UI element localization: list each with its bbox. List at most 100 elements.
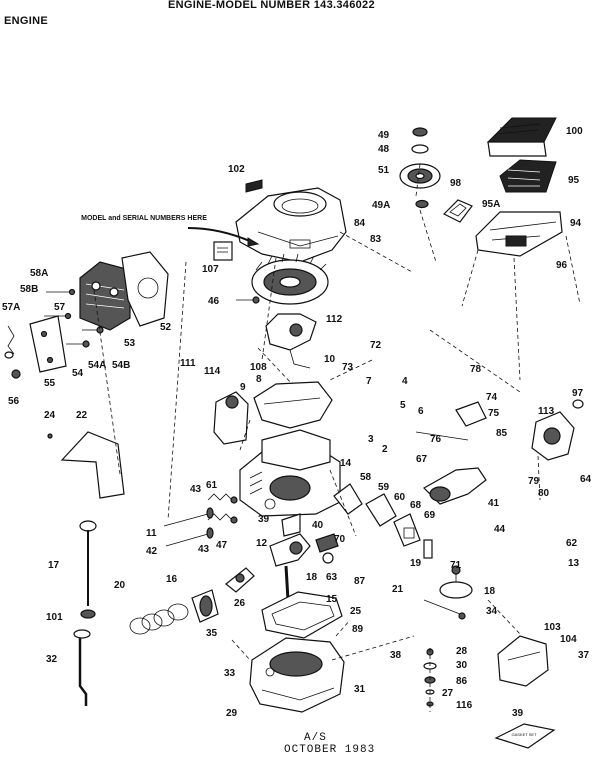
part-label: 96 [556, 260, 568, 271]
part-label: 79 [528, 476, 540, 487]
part-label: 17 [48, 560, 60, 571]
intake-tube-68 [423, 467, 487, 505]
blower-housing-84 [235, 187, 347, 263]
part-label: 24 [44, 410, 56, 421]
part-label: 25 [350, 606, 362, 617]
part-label: 16 [166, 574, 178, 585]
part-label: 41 [488, 498, 500, 509]
part-label: 108 [250, 362, 267, 373]
part-label: 71 [450, 560, 462, 571]
part-label: 34 [486, 606, 498, 617]
part-label: 49 [378, 130, 390, 141]
part-label: 39 [512, 708, 524, 719]
part-label: 87 [354, 576, 366, 587]
bracket-22 [60, 431, 125, 499]
part-label: 54 [72, 368, 84, 379]
part-label: 20 [114, 580, 126, 591]
part-label: 15 [326, 594, 338, 605]
part-label: 28 [456, 646, 468, 657]
part-label: 42 [146, 546, 158, 557]
gaskets-58-61 [333, 483, 421, 547]
part-label: 116 [456, 700, 473, 711]
head-gasket-52 [121, 251, 169, 327]
air-cleaner-body [475, 211, 563, 257]
part-label: 47 [216, 540, 228, 551]
part-label: 11 [146, 528, 157, 539]
part-label: 35 [206, 628, 218, 639]
part-label: 4 [402, 376, 408, 387]
part-label: 39 [258, 514, 270, 525]
diagram-title: ENGINE-MODEL NUMBER 143.346022 [168, 0, 375, 11]
part-label: 67 [416, 454, 428, 465]
cylinder-shield-9 [253, 381, 333, 429]
footer-line-1: A/S [304, 732, 327, 744]
part-label: 52 [160, 322, 172, 333]
air-cleaner-foam [499, 159, 557, 193]
part-label: 80 [538, 488, 550, 499]
part-label: 85 [496, 428, 508, 439]
throttle-linkage-76 [415, 401, 487, 441]
screws-54 [66, 326, 104, 348]
part-label: 100 [566, 126, 583, 137]
cylinder-head-53 [79, 261, 131, 331]
flywheel-112 [251, 253, 329, 305]
valves-39-40 [163, 507, 214, 547]
cylinder-crankcase [239, 429, 341, 517]
washer-stack-49-48 [411, 127, 429, 209]
part-label: 38 [390, 650, 402, 661]
serial-callout: MODEL and SERIAL NUMBERS HERE [81, 215, 260, 247]
part-label: 19 [410, 558, 422, 569]
part-label: 58A [30, 268, 48, 279]
section-label: ENGINE [4, 15, 48, 27]
part-label: 113 [538, 406, 555, 417]
part-label: 44 [494, 524, 506, 535]
part-label: 59 [378, 482, 390, 493]
baffle-114 [213, 391, 249, 445]
dipstick-tube-86 [73, 629, 91, 706]
gasket-set-tag: GASKET SET [511, 732, 537, 737]
part-label: 6 [418, 406, 424, 417]
footer-line-2: OCTOBER 1983 [284, 744, 376, 756]
part-label: 33 [224, 668, 236, 679]
part-label: 46 [208, 296, 220, 307]
part-label: 112 [326, 314, 343, 325]
camshaft-12 [315, 533, 339, 564]
part-label: 21 [392, 584, 404, 595]
part-label: 31 [354, 684, 366, 695]
part-label: 2 [382, 444, 388, 455]
part-label: 95A [482, 199, 500, 210]
assembly-lines [93, 163, 581, 712]
pin-24 [47, 433, 53, 439]
part-label: 18 [306, 572, 318, 583]
part-label: 18 [484, 586, 496, 597]
part-label: 30 [456, 660, 468, 671]
part-label: 7 [366, 376, 372, 387]
part-label: 70 [334, 534, 346, 545]
carburetor-113 [531, 399, 584, 461]
part-label: 60 [394, 492, 406, 503]
part-label: 3 [368, 434, 374, 445]
part-label: 57 [54, 302, 66, 313]
oil-pan-gasket-26 [261, 591, 343, 639]
dipstick-87 [79, 520, 97, 619]
part-labels: 100 49 48 51 102 95 98 95A 49A 84 83 94 … [2, 126, 592, 719]
nut-56 [11, 369, 21, 379]
part-label: 8 [256, 374, 262, 385]
connecting-rod-17 [225, 567, 255, 593]
part-label: 75 [488, 408, 500, 419]
governor-lever-25 [423, 599, 466, 620]
governor-assembly-21 [439, 565, 473, 599]
part-label: 29 [226, 708, 238, 719]
head-bolts-58a-58b [44, 288, 76, 320]
part-label: 83 [370, 234, 382, 245]
oil-pan-27 [249, 637, 345, 713]
part-label: 107 [202, 264, 219, 275]
part-label: 63 [326, 572, 338, 583]
part-label: 89 [352, 624, 364, 635]
part-label: 13 [568, 558, 580, 569]
part-label: 48 [378, 144, 390, 155]
gasket-set-116: GASKET SET [494, 723, 556, 749]
part-label: 9 [240, 382, 246, 393]
